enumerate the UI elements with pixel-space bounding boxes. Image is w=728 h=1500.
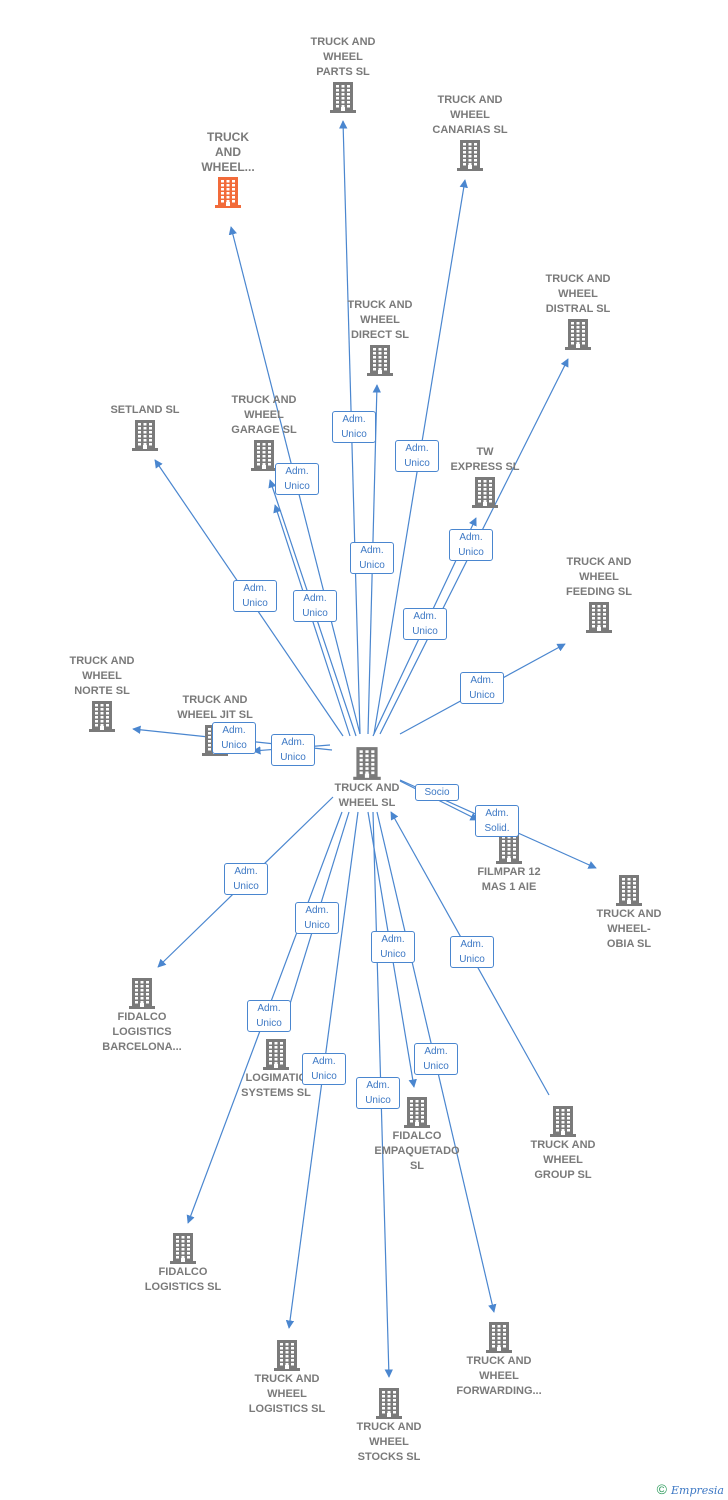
relation-badge[interactable]: Adm. Unico bbox=[371, 931, 415, 963]
brand-name: Empresia bbox=[671, 1484, 724, 1497]
relation-badge[interactable]: Adm. Unico bbox=[247, 1000, 291, 1032]
building-icon bbox=[503, 1104, 623, 1138]
company-node-parts[interactable]: TRUCK AND WHEEL PARTS SL bbox=[283, 35, 403, 114]
company-label: TW EXPRESS SL bbox=[450, 446, 520, 473]
relation-badge[interactable]: Adm. Unico bbox=[403, 608, 447, 640]
company-label: TRUCK AND WHEEL FEEDING SL bbox=[565, 556, 632, 598]
building-icon bbox=[216, 1037, 336, 1071]
relation-badge[interactable]: Adm. Unico bbox=[460, 672, 504, 704]
building-icon bbox=[518, 317, 638, 351]
building-icon bbox=[85, 418, 205, 452]
relation-badge[interactable]: Adm. Unico bbox=[395, 440, 439, 472]
relation-badge[interactable]: Socio bbox=[415, 784, 459, 801]
relation-badge[interactable]: Adm. Solid. bbox=[475, 805, 519, 837]
company-node-canarias[interactable]: TRUCK AND WHEEL CANARIAS SL bbox=[410, 93, 530, 172]
company-node-center[interactable]: TRUCK AND WHEEL SL bbox=[307, 745, 427, 811]
company-node-distral[interactable]: TRUCK AND WHEEL DISTRAL SL bbox=[518, 272, 638, 351]
company-label: TRUCK AND WHEEL DIRECT SL bbox=[347, 299, 413, 341]
footer-brand: © Empresia bbox=[657, 1481, 724, 1497]
building-icon bbox=[204, 438, 324, 472]
company-node-fidalco_log[interactable]: FIDALCO LOGISTICS SL bbox=[123, 1231, 243, 1295]
company-label: SETLAND SL bbox=[110, 404, 180, 416]
relation-badge[interactable]: Adm. Unico bbox=[212, 722, 256, 754]
company-label: TRUCK AND WHEEL- OBIA SL bbox=[596, 908, 662, 950]
company-node-logistics[interactable]: TRUCK AND WHEEL LOGISTICS SL bbox=[227, 1338, 347, 1417]
building-icon bbox=[82, 976, 202, 1010]
relation-badge[interactable]: Adm. Unico bbox=[275, 463, 319, 495]
relation-badge[interactable]: Adm. Unico bbox=[350, 542, 394, 574]
copyright-icon: © bbox=[656, 1481, 667, 1497]
company-label: TRUCK AND WHEEL CANARIAS SL bbox=[432, 94, 508, 136]
relation-badge[interactable]: Adm. Unico bbox=[332, 411, 376, 443]
relation-badge[interactable]: Adm. Unico bbox=[449, 529, 493, 561]
relation-badge[interactable]: Adm. Unico bbox=[450, 936, 494, 968]
company-label: TRUCK AND WHEEL FORWARDING... bbox=[456, 1355, 542, 1397]
building-icon bbox=[539, 600, 659, 634]
company-node-setland[interactable]: SETLAND SL bbox=[85, 403, 205, 452]
company-node-forwarding[interactable]: TRUCK AND WHEEL FORWARDING... bbox=[439, 1320, 559, 1399]
building-icon bbox=[123, 1231, 243, 1265]
company-node-feeding[interactable]: TRUCK AND WHEEL FEEDING SL bbox=[539, 555, 659, 634]
relation-badge[interactable]: Adm. Unico bbox=[356, 1077, 400, 1109]
company-label: TRUCK AND WHEEL STOCKS SL bbox=[356, 1421, 422, 1463]
company-label: FILMPAR 12 MAS 1 AIE bbox=[477, 866, 541, 893]
company-label: FIDALCO EMPAQUETADO SL bbox=[374, 1130, 460, 1172]
company-node-norte[interactable]: TRUCK AND WHEEL NORTE SL bbox=[42, 654, 162, 733]
building-icon bbox=[449, 831, 569, 865]
company-node-filmpar[interactable]: FILMPAR 12 MAS 1 AIE bbox=[449, 831, 569, 895]
company-label: FIDALCO LOGISTICS SL bbox=[144, 1266, 222, 1293]
relation-badge[interactable]: Adm. Unico bbox=[414, 1043, 458, 1075]
company-label: LOGIMATIC SYSTEMS SL bbox=[241, 1072, 311, 1099]
company-node-garage[interactable]: TRUCK AND WHEEL GARAGE SL bbox=[204, 393, 324, 472]
relation-badge[interactable]: Adm. Unico bbox=[293, 590, 337, 622]
company-label: TRUCK AND WHEEL GROUP SL bbox=[530, 1139, 596, 1181]
company-node-group[interactable]: TRUCK AND WHEEL GROUP SL bbox=[503, 1104, 623, 1183]
company-label: TRUCK AND WHEEL SL bbox=[334, 782, 400, 809]
building-icon bbox=[410, 138, 530, 172]
company-label: TRUCK AND WHEEL... bbox=[201, 130, 255, 174]
relation-badge[interactable]: Adm. Unico bbox=[271, 734, 315, 766]
company-node-focus[interactable]: TRUCK AND WHEEL... bbox=[168, 130, 288, 209]
building-icon bbox=[425, 475, 545, 509]
company-node-stocks[interactable]: TRUCK AND WHEEL STOCKS SL bbox=[329, 1386, 449, 1465]
relation-badge[interactable]: Adm. Unico bbox=[233, 580, 277, 612]
building-icon bbox=[42, 699, 162, 733]
building-icon bbox=[283, 80, 403, 114]
company-node-fidalco_emp[interactable]: FIDALCO EMPAQUETADO SL bbox=[357, 1095, 477, 1174]
relation-badge[interactable]: Adm. Unico bbox=[302, 1053, 346, 1085]
building-icon bbox=[569, 873, 689, 907]
relation-badge[interactable]: Adm. Unico bbox=[295, 902, 339, 934]
building-icon bbox=[307, 745, 427, 781]
company-node-fidalco_bcn[interactable]: FIDALCO LOGISTICS BARCELONA... bbox=[82, 976, 202, 1055]
building-icon bbox=[168, 175, 288, 209]
company-label: TRUCK AND WHEEL NORTE SL bbox=[69, 655, 135, 697]
company-label: TRUCK AND WHEEL LOGISTICS SL bbox=[248, 1373, 326, 1415]
relation-badge[interactable]: Adm. Unico bbox=[224, 863, 268, 895]
building-icon bbox=[329, 1386, 449, 1420]
company-label: TRUCK AND WHEEL JIT SL bbox=[177, 694, 253, 721]
company-label: TRUCK AND WHEEL DISTRAL SL bbox=[545, 273, 611, 315]
building-icon bbox=[227, 1338, 347, 1372]
company-label: TRUCK AND WHEEL PARTS SL bbox=[310, 36, 376, 78]
company-label: FIDALCO LOGISTICS BARCELONA... bbox=[102, 1011, 182, 1053]
company-node-direct[interactable]: TRUCK AND WHEEL DIRECT SL bbox=[320, 298, 440, 377]
company-node-obia[interactable]: TRUCK AND WHEEL- OBIA SL bbox=[569, 873, 689, 952]
company-node-logimatic[interactable]: LOGIMATIC SYSTEMS SL bbox=[216, 1037, 336, 1101]
company-label: TRUCK AND WHEEL GARAGE SL bbox=[231, 394, 297, 436]
building-icon bbox=[439, 1320, 559, 1354]
building-icon bbox=[357, 1095, 477, 1129]
company-node-tw[interactable]: TW EXPRESS SL bbox=[425, 445, 545, 509]
building-icon bbox=[320, 343, 440, 377]
